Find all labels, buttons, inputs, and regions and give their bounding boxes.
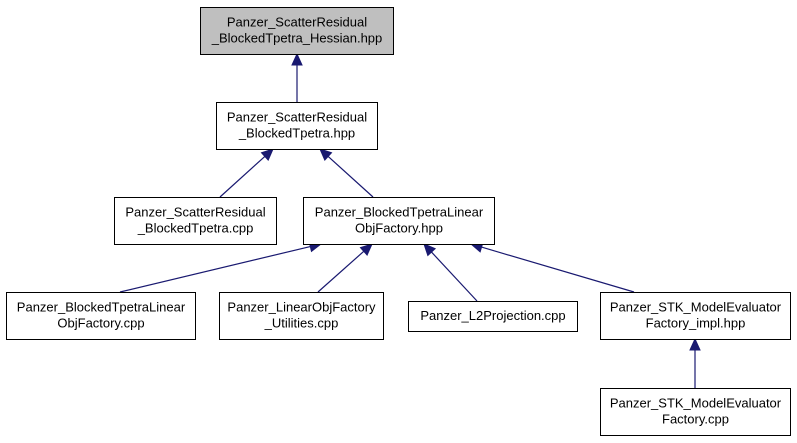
node-label-line: Panzer_STK_ModelEvaluator bbox=[610, 300, 782, 315]
arrowhead-icon bbox=[291, 52, 303, 66]
edge-line bbox=[481, 246, 635, 293]
node-label-line: Panzer_ScatterResidual bbox=[125, 205, 265, 220]
arrowhead-icon bbox=[689, 337, 701, 351]
node-label-line: Factory.cpp bbox=[662, 412, 729, 427]
edge-n3-to-n1 bbox=[319, 148, 374, 198]
node-n7[interactable]: Panzer_STK_ModelEvaluatorFactory_impl.hp… bbox=[600, 292, 791, 340]
edge-line bbox=[317, 250, 365, 293]
edge-n4-to-n3 bbox=[119, 241, 323, 293]
arrowhead-icon bbox=[359, 243, 373, 256]
node-label-line: Panzer_LinearObjFactory bbox=[227, 300, 376, 315]
arrowhead-icon bbox=[423, 243, 437, 257]
edge-line bbox=[431, 251, 478, 302]
node-box bbox=[219, 292, 384, 340]
node-box bbox=[114, 197, 277, 245]
node-label-line: _BlockedTpetra_Hessian.hpp bbox=[211, 31, 383, 46]
node-box bbox=[216, 102, 378, 150]
node-label-line: _BlockedTpetra.cpp bbox=[137, 221, 254, 236]
edge-n7-to-n3 bbox=[469, 241, 635, 293]
node-box bbox=[600, 292, 791, 340]
node-box bbox=[408, 301, 578, 332]
edge-n2-to-n1 bbox=[219, 148, 274, 198]
edge-n6-to-n3 bbox=[423, 243, 478, 302]
node-label-line: Panzer_BlockedTpetraLinear bbox=[17, 300, 186, 315]
node-label-line: Panzer_L2Projection.cpp bbox=[420, 308, 565, 323]
node-box bbox=[600, 388, 791, 436]
arrowhead-icon bbox=[260, 148, 274, 162]
node-label-line: Panzer_BlockedTpetraLinear bbox=[315, 205, 484, 220]
node-label-line: Panzer_ScatterResidual bbox=[227, 15, 367, 30]
node-label-line: Factory_impl.hpp bbox=[646, 316, 746, 331]
node-n0[interactable]: Panzer_ScatterResidual_BlockedTpetra_Hes… bbox=[200, 7, 394, 55]
arrowhead-icon bbox=[319, 148, 333, 162]
edge-n5-to-n3 bbox=[317, 243, 373, 293]
node-label-line: Panzer_ScatterResidual bbox=[227, 110, 367, 125]
node-n1[interactable]: Panzer_ScatterResidual_BlockedTpetra.hpp bbox=[216, 102, 378, 150]
edge-n8-to-n7 bbox=[689, 337, 701, 388]
node-n2[interactable]: Panzer_ScatterResidual_BlockedTpetra.cpp bbox=[114, 197, 277, 245]
node-label-line: Panzer_STK_ModelEvaluator bbox=[610, 396, 782, 411]
edge-line bbox=[219, 155, 266, 198]
edge-n1-to-n0 bbox=[291, 52, 303, 102]
nodes-layer: Panzer_ScatterResidual_BlockedTpetra_Hes… bbox=[6, 7, 791, 436]
node-label-line: _BlockedTpetra.hpp bbox=[238, 126, 355, 141]
node-n5[interactable]: Panzer_LinearObjFactory_Utilities.cpp bbox=[219, 292, 384, 340]
edge-line bbox=[119, 245, 311, 293]
edge-line bbox=[327, 155, 374, 198]
node-box bbox=[303, 197, 495, 245]
node-box bbox=[200, 7, 394, 55]
edges-layer bbox=[119, 52, 701, 388]
node-box bbox=[6, 292, 196, 340]
node-label-line: ObjFactory.cpp bbox=[57, 316, 144, 331]
node-n6[interactable]: Panzer_L2Projection.cpp bbox=[408, 301, 578, 332]
node-label-line: ObjFactory.hpp bbox=[355, 221, 443, 236]
node-label-line: _Utilities.cpp bbox=[264, 316, 339, 331]
